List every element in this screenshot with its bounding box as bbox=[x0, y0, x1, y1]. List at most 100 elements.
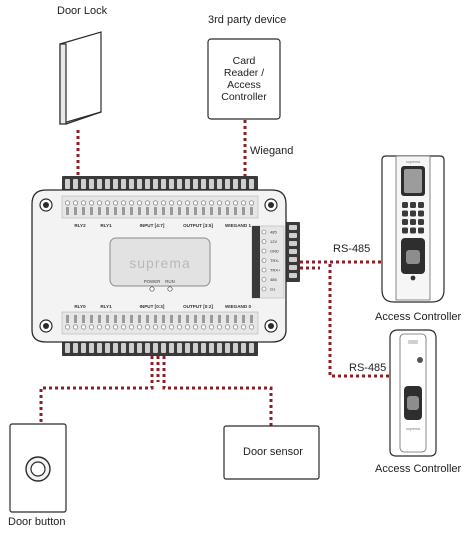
pin-mark bbox=[234, 315, 237, 323]
door-button-icon bbox=[9, 423, 67, 513]
pin-mark bbox=[146, 207, 149, 215]
pin-hole bbox=[185, 200, 191, 206]
terminal-screw bbox=[289, 273, 297, 278]
keypad-key bbox=[418, 227, 424, 234]
terminal-screw bbox=[217, 179, 222, 189]
pin-mark bbox=[66, 207, 69, 215]
terminal-screw bbox=[289, 265, 297, 270]
pin-hole bbox=[209, 324, 215, 330]
terminal-screw bbox=[225, 343, 230, 353]
terminal-screw bbox=[177, 179, 182, 189]
pin-mark bbox=[250, 207, 253, 215]
pin-mark bbox=[82, 315, 85, 323]
door-button-label: Door button bbox=[8, 516, 66, 528]
pin-hole bbox=[153, 200, 159, 206]
pin-mark bbox=[234, 207, 237, 215]
pin-hole bbox=[169, 200, 175, 206]
pin-hole bbox=[153, 324, 159, 330]
terminal-screw bbox=[73, 179, 78, 189]
pin-mark bbox=[178, 315, 181, 323]
pin-mark bbox=[242, 207, 245, 215]
terminal-screw bbox=[105, 179, 110, 189]
terminal-screw bbox=[209, 343, 214, 353]
pin-hole bbox=[137, 200, 143, 206]
terminal-screw bbox=[89, 179, 94, 189]
pin-mark bbox=[210, 207, 213, 215]
side-pin-label: 12V bbox=[270, 239, 277, 244]
terminal-screw bbox=[161, 343, 166, 353]
wire-rs485-bottom bbox=[328, 264, 404, 378]
side-pin-label: 485 bbox=[270, 230, 277, 235]
pin-mark bbox=[154, 207, 157, 215]
pin-mark bbox=[114, 315, 117, 323]
terminal-screw bbox=[289, 249, 297, 254]
door-lock-icon bbox=[59, 31, 102, 125]
terminal-screw bbox=[201, 179, 206, 189]
pin-hole bbox=[225, 324, 231, 330]
terminal-screw bbox=[217, 343, 222, 353]
pin-mark bbox=[122, 207, 125, 215]
terminal-screw bbox=[241, 343, 246, 353]
pin-mark bbox=[178, 207, 181, 215]
pin-hole bbox=[97, 200, 103, 206]
pin-mark bbox=[138, 315, 141, 323]
pin-hole bbox=[161, 200, 167, 206]
pin-hole bbox=[105, 324, 111, 330]
pin-mark bbox=[162, 207, 165, 215]
pin-hole bbox=[73, 200, 79, 206]
pin-hole bbox=[145, 324, 151, 330]
keypad-key bbox=[410, 210, 416, 217]
pin-hole bbox=[201, 200, 207, 206]
run-led bbox=[167, 286, 173, 292]
pin-mark bbox=[98, 207, 101, 215]
pin-hole bbox=[217, 324, 223, 330]
pin-hole bbox=[121, 200, 127, 206]
side-pin-hole bbox=[261, 248, 267, 254]
pin-mark bbox=[170, 207, 173, 215]
keypad-key bbox=[418, 210, 424, 217]
wire-door-button bbox=[39, 356, 154, 424]
side-pin-hole bbox=[261, 229, 267, 235]
terminal-screw bbox=[233, 343, 238, 353]
terminal-screw bbox=[121, 179, 126, 189]
side-pin-label: 485 bbox=[270, 277, 277, 282]
pin-hole bbox=[89, 324, 95, 330]
pin-mark bbox=[186, 207, 189, 215]
wire-door-sensor bbox=[162, 356, 273, 426]
pin-mark bbox=[202, 207, 205, 215]
terminal-screw bbox=[89, 343, 94, 353]
terminal-screw bbox=[201, 343, 206, 353]
terminal-screw bbox=[145, 343, 150, 353]
side-pin-label: G1 bbox=[270, 287, 276, 292]
terminal-screw bbox=[113, 343, 118, 353]
card-reader-box bbox=[207, 38, 281, 120]
access-controller-bottom-label: Access Controller bbox=[375, 463, 462, 475]
rs485-top-label: RS-485 bbox=[333, 243, 371, 255]
terminal-screw bbox=[249, 343, 254, 353]
pin-mark bbox=[154, 315, 157, 323]
bottom-section-label-0: RLY0 bbox=[74, 304, 86, 309]
pin-mark bbox=[66, 315, 69, 323]
board-brand: suprema bbox=[129, 255, 190, 271]
pin-hole bbox=[177, 324, 183, 330]
side-pin-hole bbox=[261, 267, 267, 273]
controller-board: RLY2 RLY1 INPUT [4:7] OUTPUT [3:5] WIEGA… bbox=[31, 176, 300, 356]
wiegand-label: Wiegand bbox=[250, 145, 294, 157]
pin-hole bbox=[241, 200, 247, 206]
access-controller-slim: suprema bbox=[389, 329, 437, 457]
terminal-screw bbox=[209, 179, 214, 189]
pin-hole bbox=[145, 200, 151, 206]
pin-mark bbox=[82, 207, 85, 215]
keypad-key bbox=[402, 202, 408, 208]
pin-hole bbox=[209, 200, 215, 206]
pin-mark bbox=[194, 207, 197, 215]
pin-mark bbox=[146, 315, 149, 323]
pin-hole bbox=[249, 324, 255, 330]
pin-mark bbox=[98, 315, 101, 323]
pin-mark bbox=[90, 207, 93, 215]
terminal-screw bbox=[193, 343, 198, 353]
keypad-key bbox=[410, 227, 416, 234]
pin-hole bbox=[241, 324, 247, 330]
bottom-section-label-3: OUTPUT [0:2] bbox=[183, 304, 213, 309]
terminal-screw bbox=[97, 343, 102, 353]
